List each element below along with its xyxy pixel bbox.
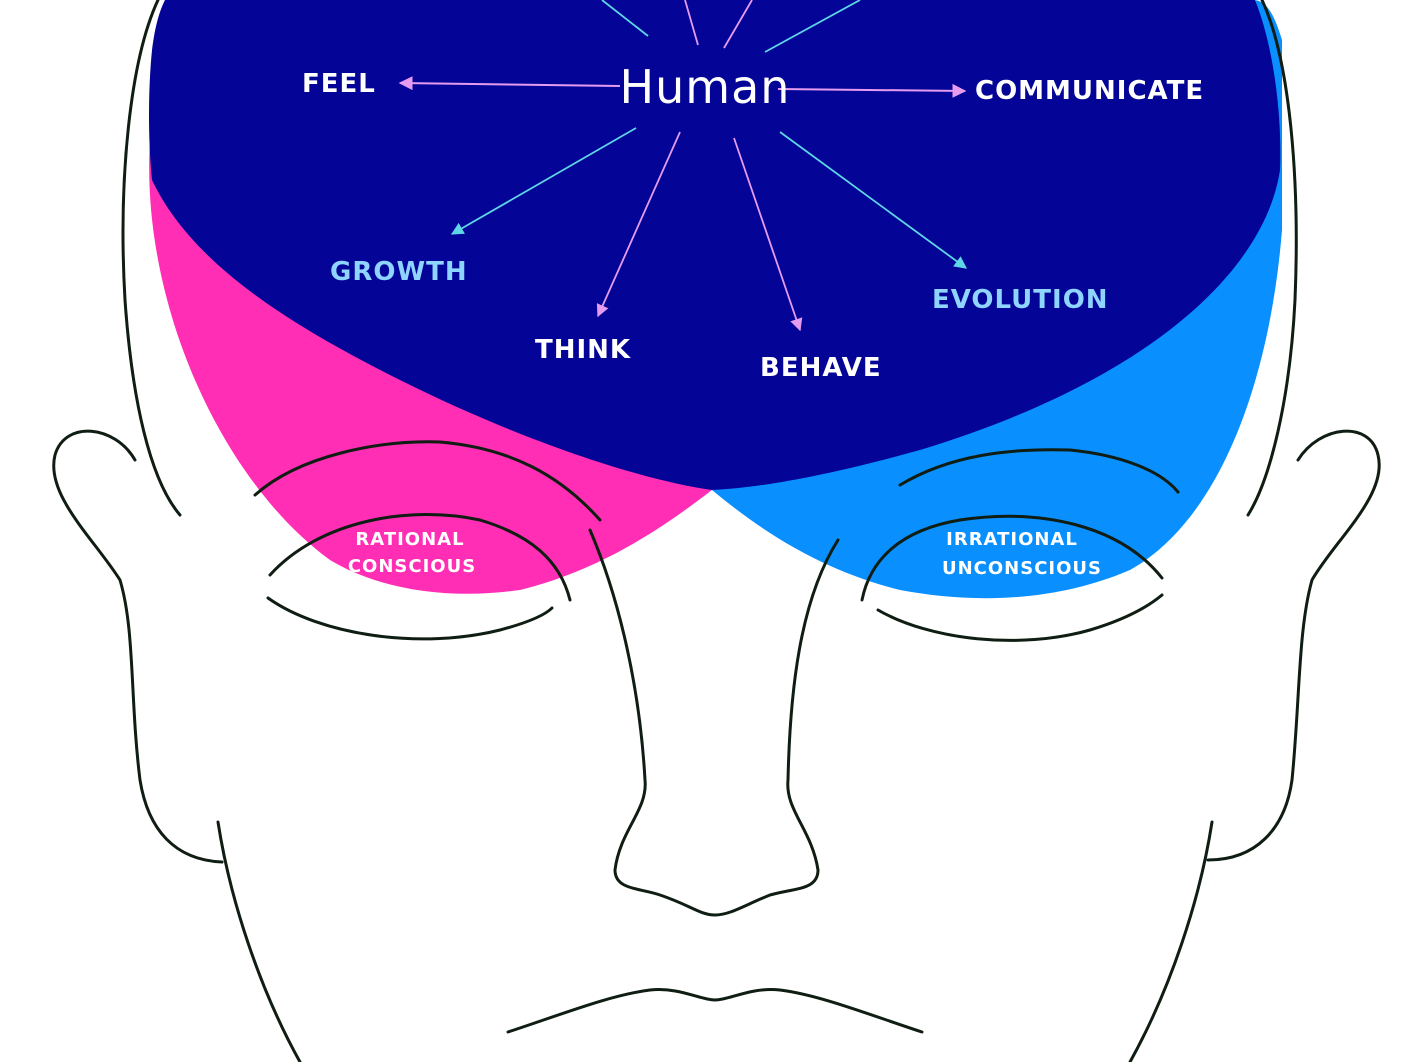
behave-label: BEHAVE (760, 353, 882, 383)
conscious-label: CONSCIOUS (348, 556, 476, 577)
center-label: Human (620, 60, 791, 114)
jaw-right (1128, 820, 1214, 1062)
arrow-up-2 (684, 0, 699, 46)
rational-region (149, 140, 713, 594)
head-outline-right (1246, 0, 1298, 517)
arrow-to-communicate (777, 83, 967, 98)
left-eyebrow (253, 440, 602, 522)
think-label: THINK (535, 335, 631, 365)
arrow-to-evolution (779, 131, 968, 269)
arrow-to-behave (733, 137, 803, 332)
jaw-left (216, 820, 302, 1062)
brain-region (149, 0, 1281, 490)
rational-label: RATIONAL (355, 529, 464, 550)
head-outline-left (121, 0, 182, 517)
arrows (398, 0, 968, 332)
right-eyebrow (898, 448, 1180, 494)
upper-lip (506, 988, 924, 1034)
evolution-label: EVOLUTION (932, 285, 1109, 315)
left-ear (52, 429, 224, 864)
unconscious-label: UNCONSCIOUS (942, 558, 1102, 579)
right-eye-lower (876, 593, 1164, 642)
arrow-up-4 (764, 0, 861, 53)
growth-label: GROWTH (330, 257, 468, 287)
arrow-to-feel (398, 76, 621, 91)
arrow-up-3 (723, 0, 753, 49)
arrow-up-1 (601, 0, 649, 37)
right-ear (1206, 429, 1381, 862)
irrational-label: IRRATIONAL (946, 529, 1078, 550)
left-eye-lower (266, 596, 554, 641)
arrow-to-growth (450, 127, 637, 235)
arrow-to-think (596, 131, 681, 318)
nose (588, 528, 840, 917)
communicate-label: COMMUNICATE (975, 76, 1204, 106)
feel-label: FEEL (302, 69, 376, 99)
right-eye-lid (860, 514, 1164, 602)
left-eye-lid (268, 513, 572, 602)
